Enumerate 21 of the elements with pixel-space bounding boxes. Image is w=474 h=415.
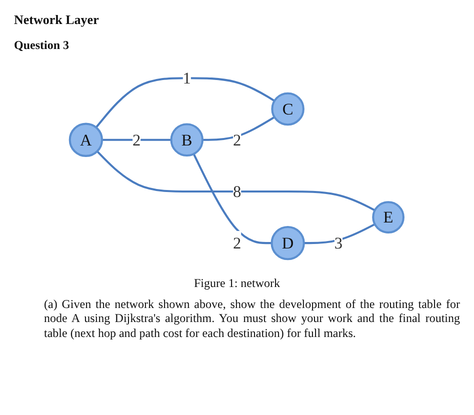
connector: [304, 223, 376, 244]
connector: [193, 153, 272, 244]
edge-label: 3: [334, 234, 343, 253]
title: Network Layer: [14, 12, 99, 28]
connector: [202, 116, 276, 141]
question-text: (a) Given the network shown above, show the development of the routing table for node A using Dijkstra's algorithm. You must show your work and the final routing table (next hop and path cost for each destination) for full marks.: [44, 297, 460, 340]
connector: [102, 138, 172, 141]
edge-label: 2: [233, 130, 242, 150]
node-circle: B: [170, 123, 204, 157]
edge-label: 2: [132, 130, 142, 150]
question-heading: Question 3: [14, 38, 70, 53]
edge-label: 8: [233, 182, 242, 201]
node-circle: A: [69, 122, 104, 157]
edge-label: 2: [233, 234, 242, 253]
edge-label: 1: [183, 68, 192, 88]
connector: [96, 150, 376, 212]
node-circle: E: [372, 201, 405, 234]
connector: [96, 77, 276, 128]
node-circle: D: [271, 226, 306, 260]
node-circle: C: [272, 92, 305, 126]
figure-caption: Figure 1: network: [193, 276, 281, 291]
